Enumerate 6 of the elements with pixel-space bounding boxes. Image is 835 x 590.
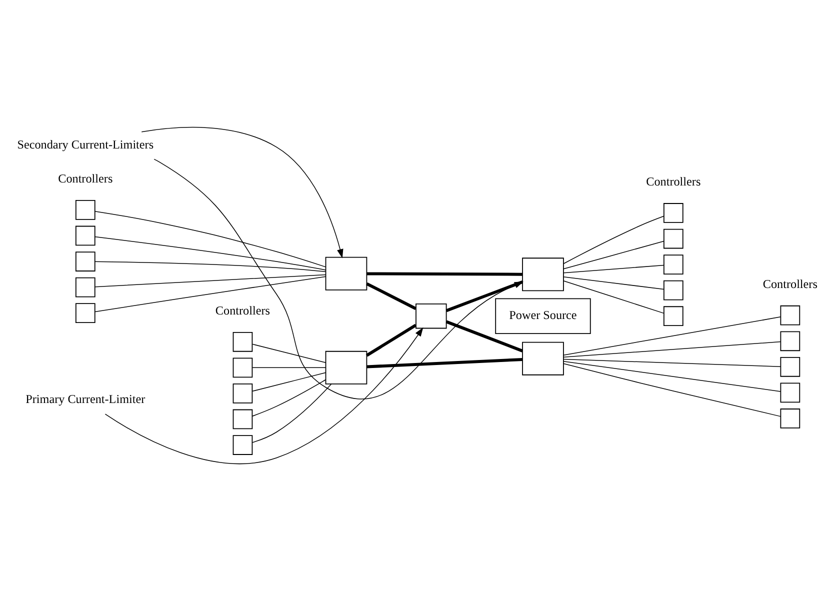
label: Controllers: [762, 276, 818, 290]
label: Controllers: [58, 171, 113, 186]
node-text: Primary Current-Limiter: [26, 392, 146, 406]
node-text: Secondary Current-Limiters: [17, 136, 154, 151]
label: Controllers: [646, 174, 701, 188]
label: Controllers: [215, 302, 270, 317]
